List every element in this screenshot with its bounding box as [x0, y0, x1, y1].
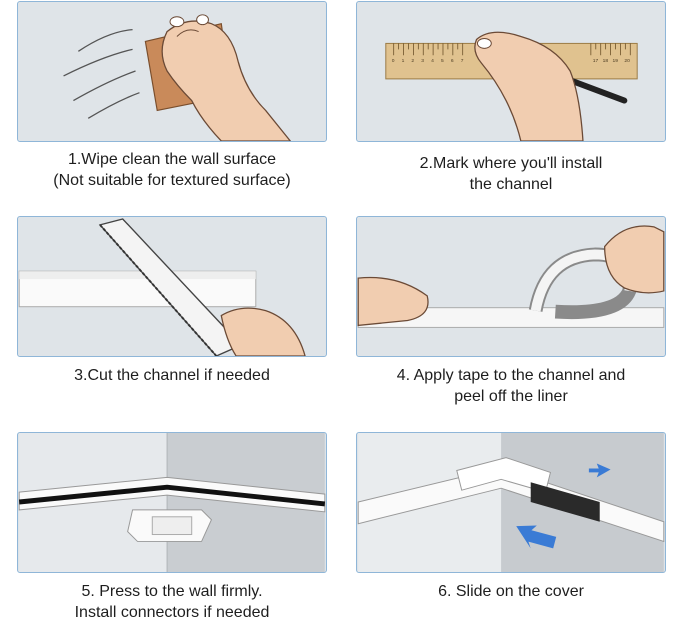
- arrow-blue-small: [588, 463, 611, 478]
- exposed-cable: [530, 482, 600, 522]
- svg-text:7: 7: [461, 58, 464, 64]
- step-5-image: [17, 432, 327, 573]
- cut-illustration: [18, 217, 325, 356]
- svg-text:2: 2: [411, 58, 414, 64]
- step-2-caption: 2.Mark where you'll install the channel: [419, 155, 603, 193]
- step-4-caption: 4. Apply tape to the channel and peel of…: [396, 367, 626, 405]
- step-3-image: [17, 216, 327, 357]
- step-2-image: 0 1 2 3 4 5 6 7 17 18 19 20: [356, 1, 666, 142]
- step-6-caption: 6. Slide on the cover: [438, 583, 584, 600]
- slide-illustration: [357, 433, 665, 572]
- hand: [474, 31, 584, 141]
- mark-illustration: 0 1 2 3 4 5 6 7 17 18 19 20: [358, 2, 664, 141]
- svg-text:18: 18: [603, 58, 609, 64]
- step-5-caption: 5. Press to the wall firmly. Install con…: [74, 583, 270, 621]
- svg-text:17: 17: [593, 58, 599, 64]
- left-hand: [357, 276, 429, 327]
- ruler-ticks: [393, 43, 631, 56]
- wipe-illustration: [19, 2, 325, 141]
- step-1-image: [17, 1, 327, 142]
- cable: [18, 484, 326, 507]
- svg-text:3: 3: [421, 58, 424, 64]
- step-3-caption: 3.Cut the channel if needed: [74, 367, 270, 384]
- svg-text:1: 1: [402, 58, 405, 64]
- right-hand: [604, 225, 665, 294]
- hand: [220, 307, 306, 356]
- tape-illustration: [357, 217, 665, 356]
- step-1-caption: 1.Wipe clean the wall surface (Not suita…: [53, 151, 291, 189]
- hand: [161, 20, 292, 141]
- svg-text:4: 4: [431, 58, 434, 64]
- press-illustration: [18, 433, 326, 572]
- svg-text:20: 20: [624, 58, 630, 64]
- svg-text:19: 19: [613, 58, 619, 64]
- arrow-blue-large: [516, 525, 557, 549]
- channel: [18, 476, 326, 513]
- svg-text:6: 6: [451, 58, 454, 64]
- svg-text:0: 0: [392, 58, 395, 64]
- svg-text:5: 5: [441, 58, 444, 64]
- ruler-numbers: 0 1 2 3 4 5 6 7 17 18 19 20: [392, 58, 630, 64]
- step-4-image: [356, 216, 666, 357]
- motion-lines: [63, 28, 140, 119]
- step-6-image: [356, 432, 666, 573]
